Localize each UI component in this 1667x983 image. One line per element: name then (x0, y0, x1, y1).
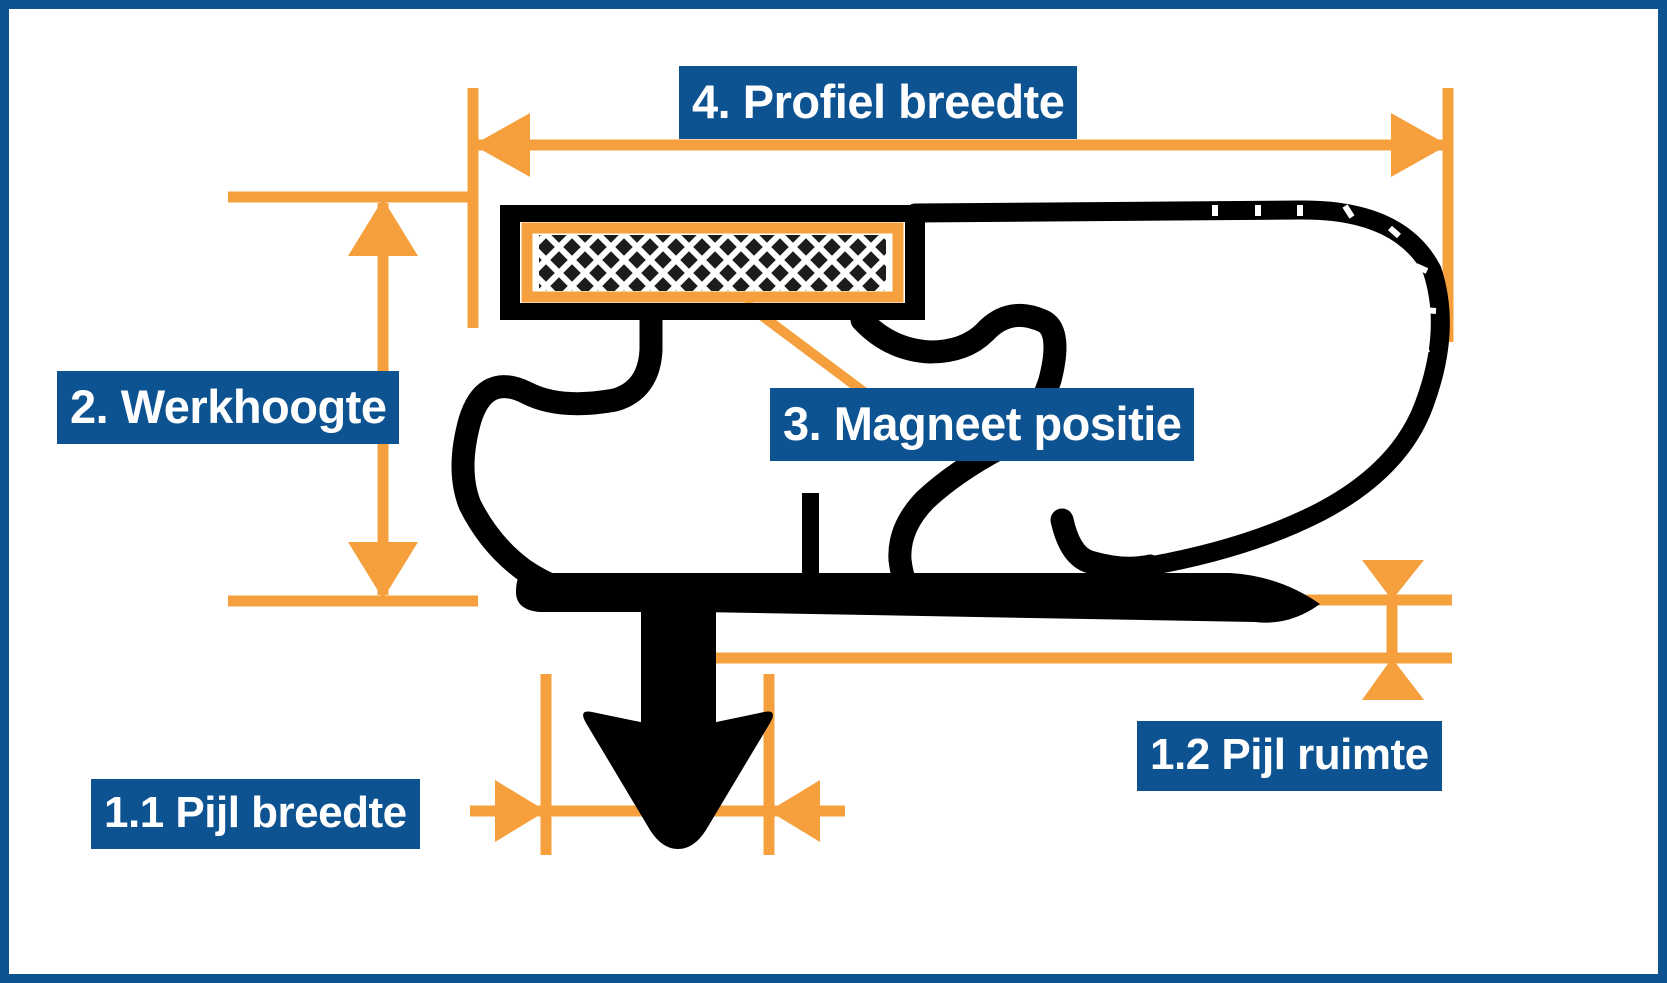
label-werkhoogte: 2. Werkhoogte (57, 371, 400, 444)
arrow-foot (583, 612, 773, 849)
werkhoogte-arrowhead-bottom (348, 542, 418, 599)
profile-base-plate (516, 573, 1320, 623)
werkhoogte-arrowhead-top (348, 199, 418, 256)
arrow-foot-leg-right (694, 605, 716, 735)
pijl-ruimte-arrowhead-bottom (1362, 658, 1424, 700)
profile-bulb-return (1050, 508, 1162, 580)
pijl-ruimte-arrowhead-top (1362, 560, 1424, 600)
arrow-foot-leg-left (641, 605, 663, 735)
label-profiel-breedte: 4. Profiel breedte (679, 66, 1078, 139)
pijl-breedte-arrowhead-left (495, 780, 546, 842)
label-pijl-ruimte: 1.2 Pijl ruimte (1137, 721, 1442, 791)
profiel-breedte-arrowhead-left (473, 113, 530, 177)
profile-inner-wall (850, 304, 1067, 596)
magnet-pocket-box (500, 205, 925, 320)
profile-center-rib (802, 493, 819, 577)
magnet-orange-frame (521, 222, 904, 303)
label-pijl-breedte: 1.1 Pijl breedte (91, 779, 420, 849)
pijl-breedte-arrowhead-right (769, 780, 820, 842)
profiel-breedte-arrowhead-right (1391, 113, 1448, 177)
label-magneet-positie: 3. Magneet positie (770, 388, 1195, 461)
gasket-profile-outline (451, 200, 1450, 849)
magnet-hatch-fill (539, 235, 886, 291)
profile-left-wall (451, 308, 663, 600)
bulb-perforation-dashes (1212, 204, 1437, 401)
